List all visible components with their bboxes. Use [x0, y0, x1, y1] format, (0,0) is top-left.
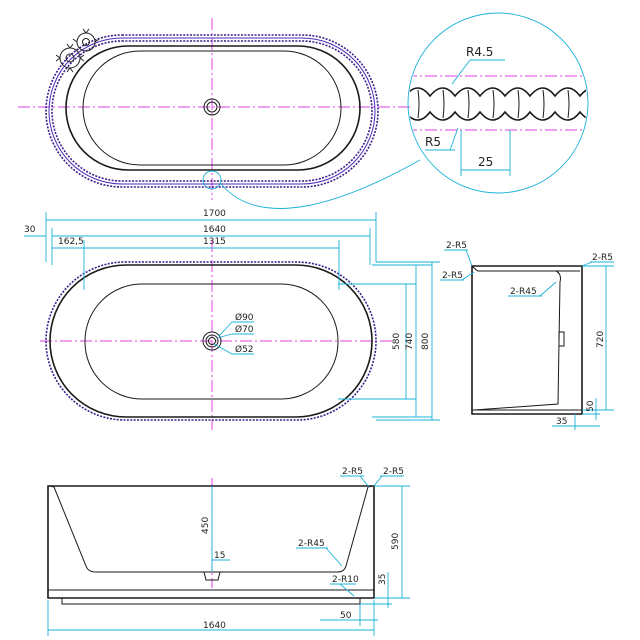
- detail-r5-label: R5: [425, 135, 441, 149]
- detail-circle: [407, 12, 589, 194]
- drain-70-label: Ø70: [235, 324, 254, 335]
- front-r5-b: 2-R5: [383, 467, 404, 477]
- beaded-rim-mid: [48, 37, 376, 185]
- plan-drain-70: [205, 334, 219, 348]
- plan-outer-rim: [49, 264, 373, 418]
- plan-drain-90: [202, 331, 222, 351]
- front-drain: [203, 571, 221, 581]
- r5-leader: [449, 127, 459, 151]
- dim-1315-label: 1315: [203, 237, 226, 247]
- detail-bead-dividers: [417, 89, 570, 119]
- drain-90-label: Ø90: [235, 312, 254, 323]
- side-overflow: [558, 331, 565, 347]
- plan-drain-52: [208, 337, 216, 345]
- detail-view: R4.5 R5 25: [407, 12, 589, 194]
- front-dim-1640-label: 1640: [203, 621, 226, 631]
- dim-580-label: 580: [392, 333, 402, 350]
- front-view: 2-R5 2-R5 2-R45 2-R10 450 15 590 35 50 1…: [47, 467, 410, 636]
- side-view: 2-R5 2-R5 2-R5 2-R45 720 50 35: [440, 241, 614, 430]
- front-r45: 2-R45: [298, 539, 325, 549]
- top-view-basin-outer: [65, 45, 361, 171]
- plan-inner-basin: [84, 283, 339, 400]
- side-r5-top-left: 2-R5: [446, 241, 467, 251]
- dim-800-label: 800: [421, 333, 431, 350]
- front-dim-15-label: 15: [214, 551, 225, 561]
- front-r10: 2-R10: [332, 575, 359, 585]
- detail-bead-top: [409, 87, 587, 98]
- front-base: [61, 598, 361, 605]
- plan-bead-outer: [45, 261, 377, 421]
- detail-bead-bottom: [409, 110, 587, 121]
- r45-leader: [451, 59, 471, 85]
- detail-callout-circle: [202, 170, 222, 190]
- top-view-basin-inner: [82, 50, 342, 166]
- dim-740-label: 740: [405, 333, 415, 350]
- top-view-drain-inner: [206, 101, 218, 113]
- top-view-drain-outer: [203, 98, 221, 116]
- beaded-rim-outer: [45, 34, 379, 188]
- dim-1700-label: 1700: [203, 209, 226, 219]
- side-dim-720-label: 720: [596, 331, 606, 348]
- front-dim-50-label: 50: [340, 611, 352, 621]
- detail-leader-curve: [220, 159, 421, 209]
- side-r5-left: 2-R5: [442, 271, 463, 281]
- drain-52-label: Ø52: [235, 344, 254, 355]
- side-r5-top-right: 2-R5: [592, 253, 613, 263]
- side-dim-50-label: 50: [586, 400, 596, 412]
- beaded-rim-inner: [51, 40, 373, 182]
- side-r45-label: 2-R45: [510, 287, 537, 297]
- front-inner-basin: [53, 486, 369, 573]
- top-view: [18, 18, 421, 209]
- plan-view: 1700 1640 1315 30 162,5 580 740 800 Ø90 …: [24, 209, 440, 430]
- front-r5-a: 2-R5: [342, 467, 363, 477]
- dim-162-label: 162,5: [58, 237, 84, 247]
- front-outer: [47, 485, 375, 599]
- flower-decoration: [55, 28, 100, 73]
- detail-pitch-label: 25: [478, 155, 493, 169]
- front-dim-590-label: 590: [391, 533, 401, 550]
- front-dim-450-label: 450: [201, 517, 211, 534]
- front-dim-35-label: 35: [378, 574, 388, 585]
- detail-r45-label: R4.5: [466, 45, 493, 59]
- dim-30-label: 30: [24, 225, 36, 235]
- dim-1640-label: 1640: [203, 225, 226, 235]
- side-dim-35-label: 35: [556, 417, 567, 427]
